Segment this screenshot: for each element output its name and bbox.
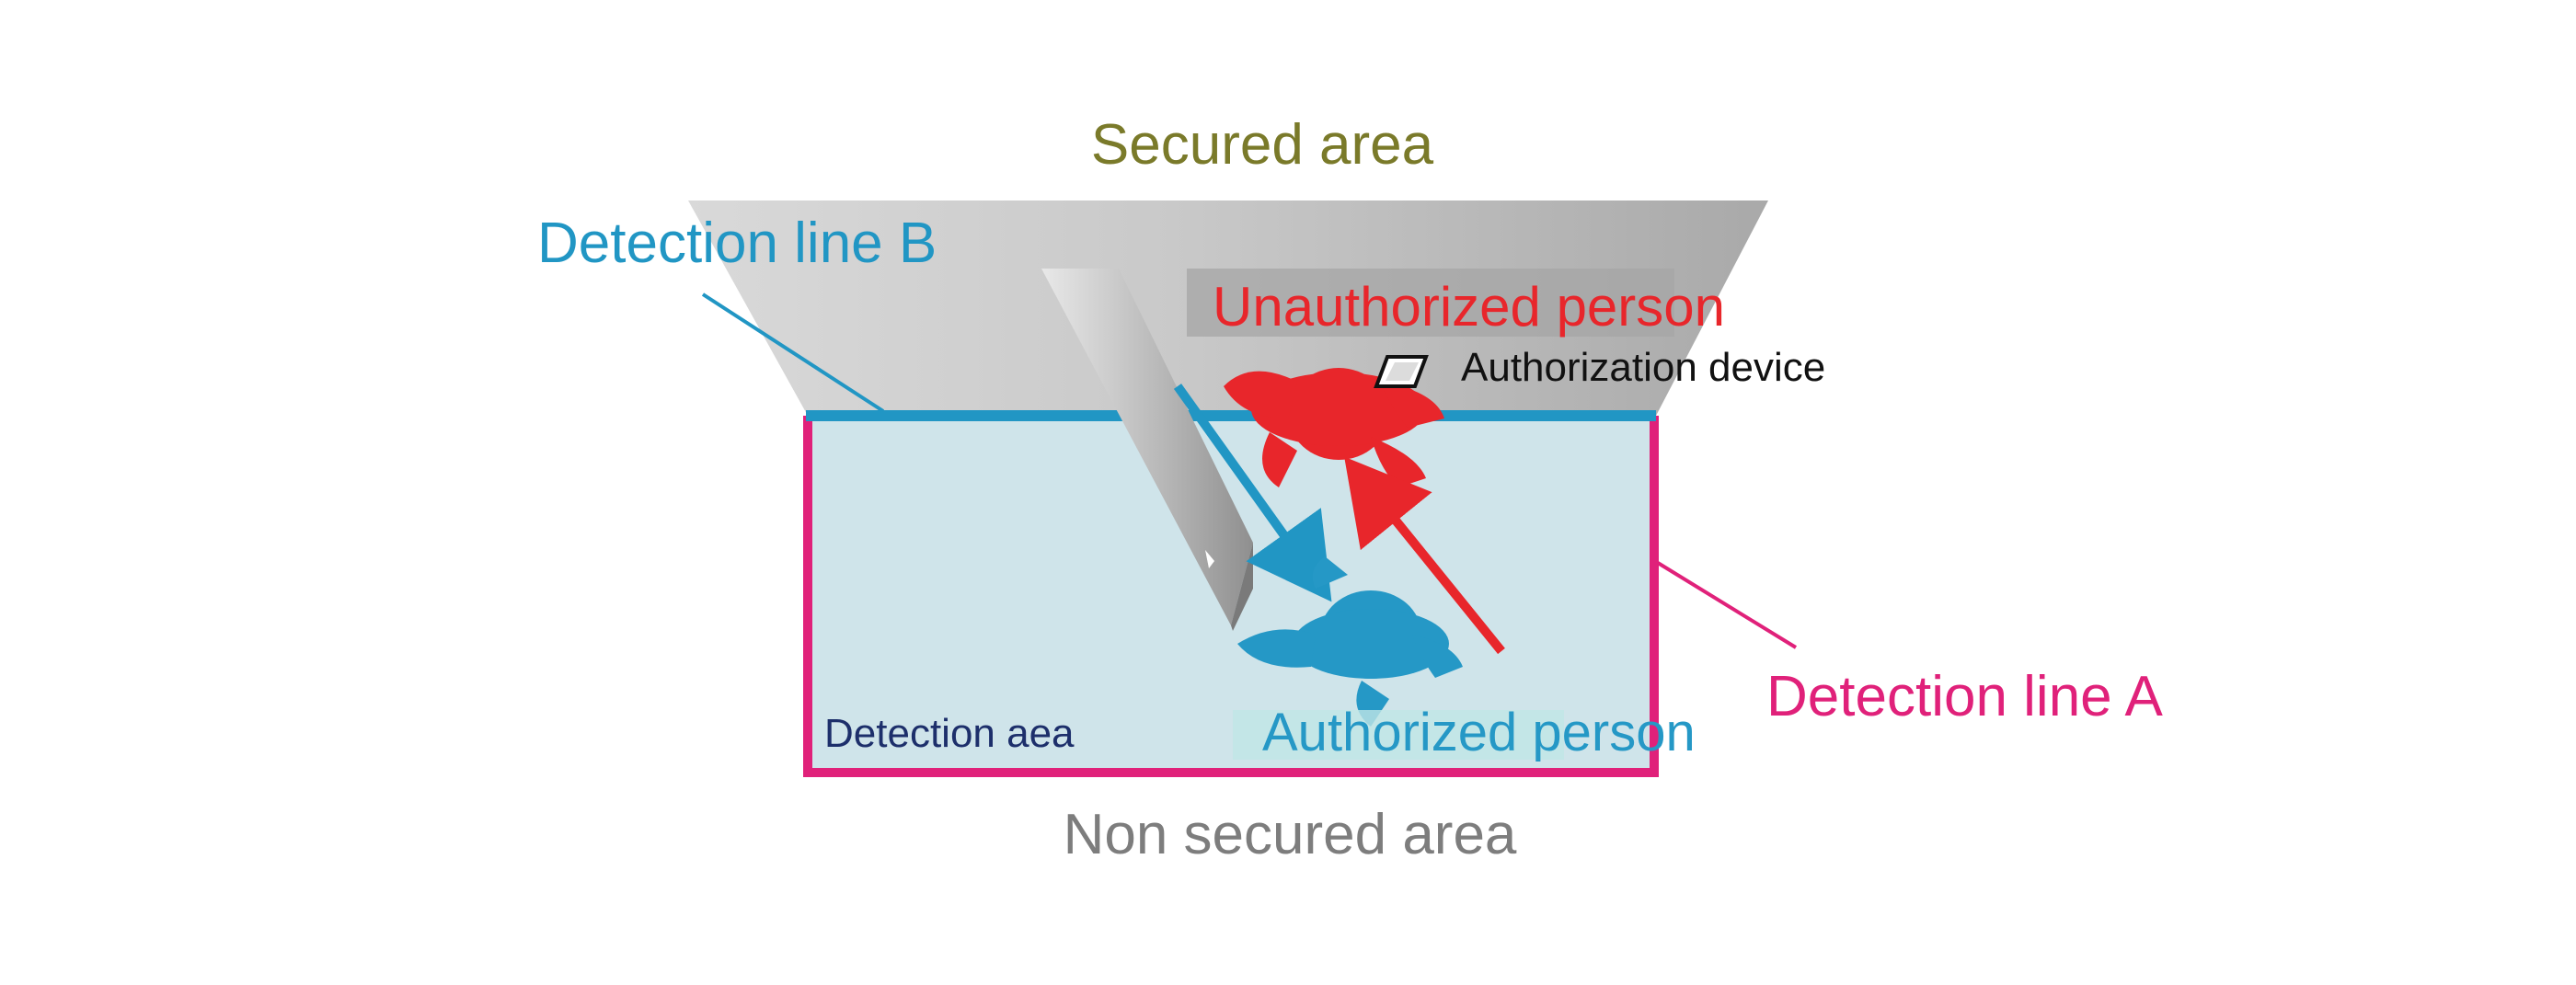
authorized-person-label: Authorized person (1262, 703, 1696, 762)
authorized-person-icon (1237, 556, 1463, 727)
unauthorized-person-icon (1224, 368, 1444, 487)
authorized-label-backdrop (1233, 710, 1564, 760)
non-secured-area-label: Non secured area (1064, 803, 1517, 866)
authorization-device-label: Authorization device (1461, 345, 1825, 390)
detection-line-a (803, 416, 1659, 777)
detection-line-a-leader (1656, 561, 1798, 649)
detection-area-label: Detection aea (824, 711, 1075, 756)
detection-line-b-leader (701, 292, 885, 413)
unauthorized-person-label: Unauthorized person (1213, 276, 1725, 338)
unauthorized-label-backdrop (1187, 269, 1674, 337)
authorized-entry-arrow (1173, 384, 1332, 602)
tailgating-arrow (1344, 456, 1505, 655)
detection-line-a-label: Detection line A (1766, 665, 2163, 728)
secured-area-label: Secured area (1091, 113, 1434, 177)
card-reader-icon (1374, 355, 1429, 388)
detection-line-b-label: Detection line B (537, 212, 937, 275)
